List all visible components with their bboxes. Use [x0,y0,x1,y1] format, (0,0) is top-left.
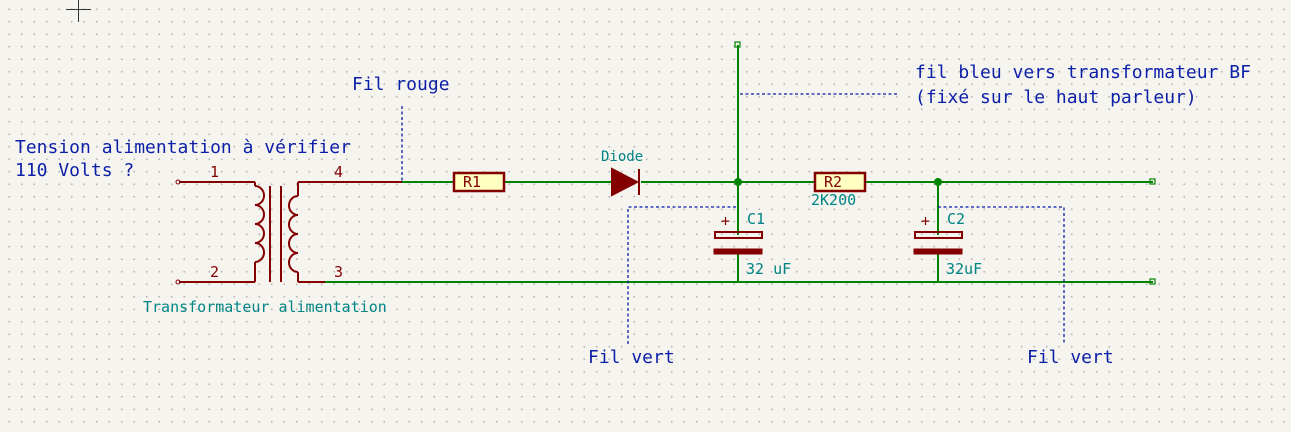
tension-note-line2: 110 Volts ? [15,160,135,181]
c2-polarity: + [921,212,931,230]
c1-polarity: + [721,212,731,230]
transformer-pin-1: 1 [210,163,220,181]
diode-label: Diode [601,149,644,165]
c2-ref: C2 [947,210,966,228]
diode-triangle [611,167,640,197]
c1-ref: C1 [747,210,766,228]
junction-c1 [734,178,742,186]
wire-end-top [734,41,741,48]
transformer-pin-4: 4 [334,163,344,181]
wire-end-markers [734,41,1156,285]
transformer-pin-2: 2 [210,263,220,281]
fil-bleu-note-line1: fil bleu vers transformateur BF [915,62,1251,83]
c2-plate-top [914,231,963,239]
fil-rouge-note: Fil rouge [352,74,450,95]
fil-vert-left-note: Fil vert [588,347,675,368]
r1-resistor-body [452,171,506,193]
c2-value: 32uF [946,260,983,278]
annotation-lines [401,93,1065,344]
c1-value: 32 uF [746,260,792,278]
r1-ref: R1 [463,173,482,191]
c2-capacitor-symbol [913,231,963,255]
r2-value: 2K200 [811,191,857,209]
transformer-label: Transformateur alimentation [143,298,387,316]
secondary-coil [288,195,299,273]
wire-end-right-bottom [1149,278,1156,285]
r2-resistor-body [813,171,867,193]
fil-vert-right-pointer [938,206,1065,344]
diode-symbol [611,167,640,197]
crosshair-cursor-icon [66,0,91,22]
fil-vert-left-pointer [627,206,738,344]
wires [325,45,1153,283]
junction-c2 [934,178,942,186]
r2-ref: R2 [824,173,843,191]
fil-vert-right-note: Fil vert [1027,347,1114,368]
wire-end-right-top [1149,178,1156,185]
pin-end-2 [175,279,181,285]
pin-end-1 [175,179,181,185]
fil-bleu-note-line2: (fixé sur le haut parleur) [915,87,1197,108]
c1-plate-top [714,231,763,239]
transformer-symbol [175,179,402,285]
c1-plate-bottom [713,248,763,255]
tension-note-line1: Tension alimentation à vérifier [15,137,351,158]
c1-capacitor-symbol [713,231,763,255]
primary-coil [254,185,265,263]
c2-plate-bottom [913,248,963,255]
transformer-pin-3: 3 [334,263,344,281]
